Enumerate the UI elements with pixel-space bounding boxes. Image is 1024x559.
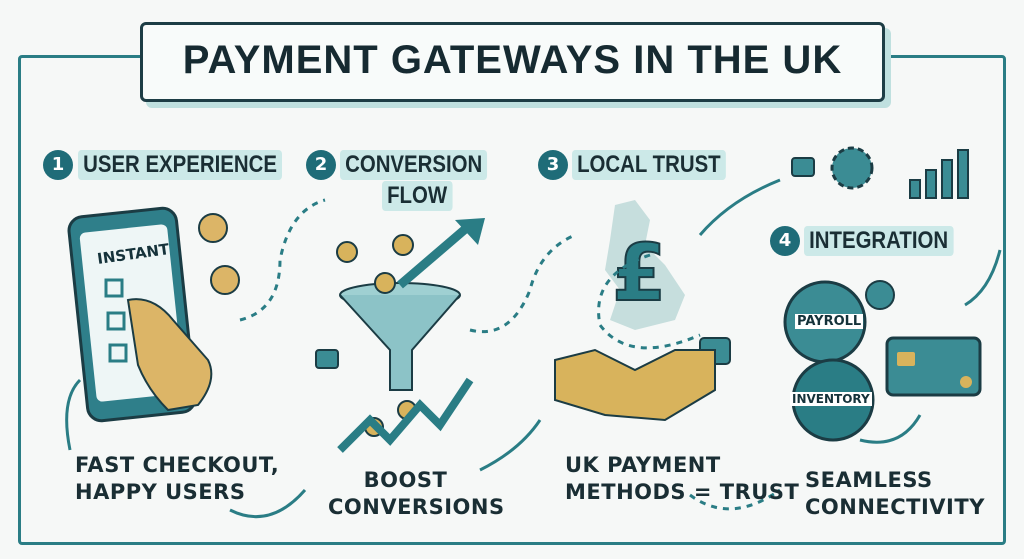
step-number-3: 3 (538, 150, 568, 180)
credit-card-icon (885, 336, 982, 397)
curved-arrow-icon (65, 178, 1002, 519)
heading-conversion: CONVERSION (340, 150, 488, 180)
gear-label-payroll: PAYROLL (795, 314, 864, 329)
gear-label-inventory: INVENTORY (790, 392, 872, 406)
caption-integration: SEAMLESS CONNECTIVITY (805, 467, 985, 521)
uk-map-icon (605, 200, 685, 330)
handshake-icon (554, 348, 716, 422)
smiley-icon (198, 213, 240, 295)
step-number-4: 4 (770, 226, 800, 256)
heading-integration: INTEGRATION (804, 226, 954, 256)
caption-line: CONVERSIONS (328, 495, 505, 519)
phone-icon (67, 206, 213, 423)
heading-user-experience: USER EXPERIENCE (78, 150, 283, 180)
caption-line: FAST CHECKOUT, (75, 453, 280, 477)
funnel-icon (339, 218, 485, 391)
caption-line: CONNECTIVITY (805, 495, 985, 519)
step-number-1: 1 (43, 150, 73, 180)
caption-line: BOOST (363, 468, 448, 492)
caption-local-trust: UK PAYMENT METHODS = TRUST (565, 452, 799, 506)
page-title: PAYMENT GATEWAYS IN THE UK (182, 38, 843, 82)
step-number-2: 2 (306, 150, 336, 180)
caption-conversion: BOOST CONVERSIONS (328, 467, 505, 521)
heading-flow: FLOW (382, 181, 453, 211)
caption-line: HAPPY USERS (75, 480, 246, 504)
caption-line: UK PAYMENT (565, 453, 721, 477)
caption-line: METHODS = TRUST (565, 480, 800, 504)
flow-arrow-icon (239, 198, 781, 511)
heading-local-trust: LOCAL TRUST (572, 150, 726, 180)
pound-icon: £ (612, 229, 666, 319)
caption-user-experience: FAST CHECKOUT, HAPPY USERS (75, 452, 279, 506)
caption-line: SEAMLESS (805, 468, 933, 492)
bar-chart-icon (909, 149, 969, 199)
gear-icon (830, 146, 874, 190)
trend-arrow-icon (337, 377, 474, 453)
title-banner (140, 22, 885, 102)
small-gear-icon (865, 280, 895, 310)
